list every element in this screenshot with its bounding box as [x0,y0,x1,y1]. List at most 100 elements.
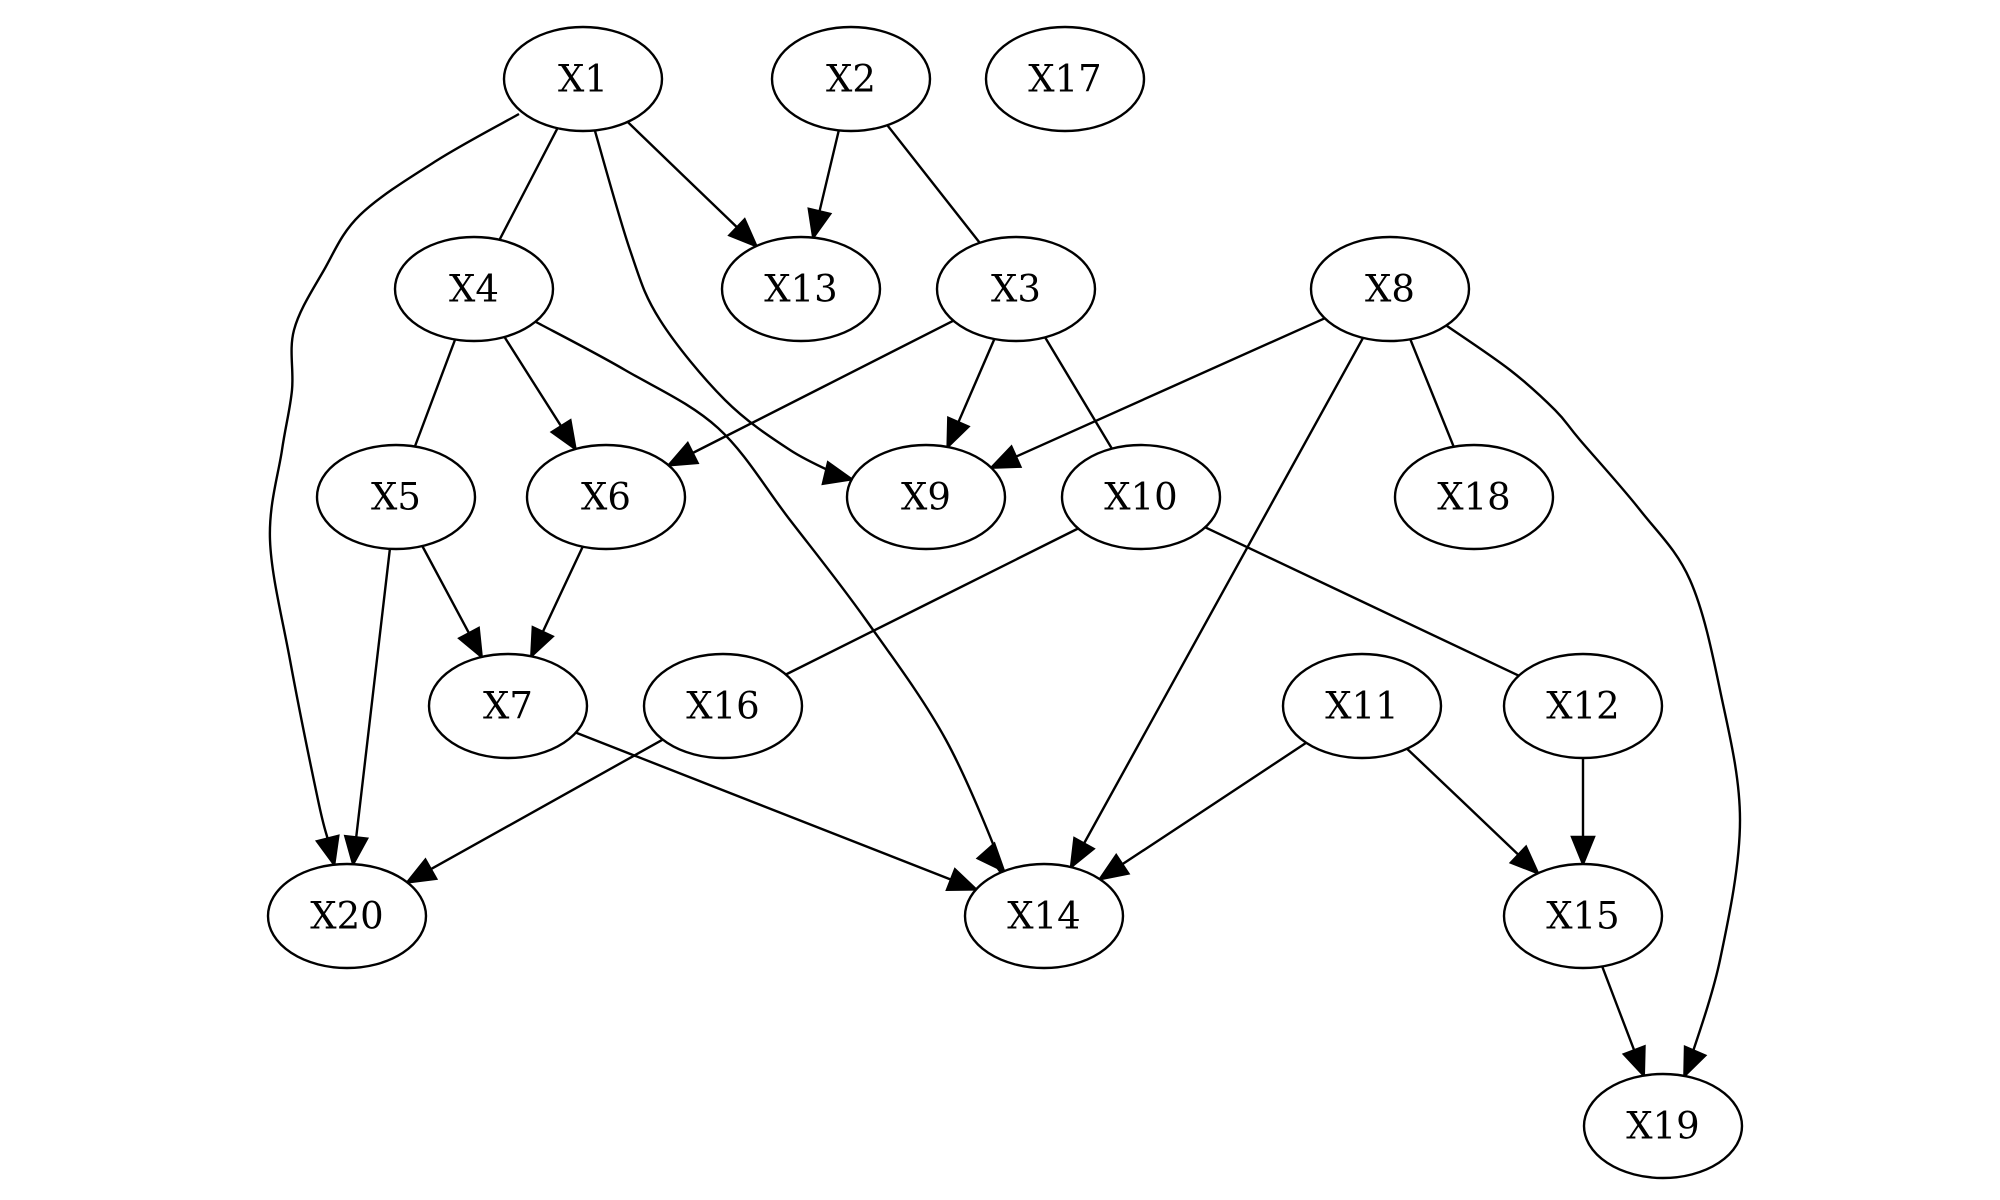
edge-x7-x14 [575,731,980,892]
edge-x10-x16 [785,527,1079,676]
node-x7: X7 [427,652,589,760]
node-ellipse [1502,862,1664,970]
arrowhead [343,834,370,868]
edge-line [1082,337,1365,845]
edge-x6-x7 [529,546,584,660]
node-x6: X6 [525,443,687,551]
node-ellipse [427,652,589,760]
edge-x1-x9 [593,130,855,486]
edge-x16-x20 [404,738,664,884]
node-label: X8 [1365,268,1415,311]
arrowhead [314,834,340,868]
arrowhead [1621,1044,1646,1079]
edge-x4-x14 [535,320,1007,877]
node-x18: X18 [1393,443,1555,551]
arrowhead [945,867,980,892]
node-label: X6 [581,476,631,519]
node-label: X12 [1546,685,1619,728]
node-x16: X16 [642,652,804,760]
node-label: X18 [1437,476,1510,519]
edge-line [818,130,840,212]
node-x19: X19 [1582,1072,1744,1180]
node-x20: X20 [266,862,428,970]
node-x14: X14 [963,862,1125,970]
arrowhead [1069,836,1096,870]
node-label: X1 [558,58,608,101]
edge-line [1121,741,1307,866]
edge-line [413,339,457,447]
node-ellipse [984,25,1146,133]
node-x2: X2 [770,25,932,133]
node-label: X10 [1104,476,1177,519]
node-ellipse [963,862,1125,970]
node-x1: X1 [502,25,664,133]
node-ellipse [720,235,882,343]
arrowhead [727,217,759,249]
node-label: X3 [991,268,1041,311]
node-x12: X12 [1502,652,1664,760]
edge-x8-x19 [1446,325,1742,1079]
edge-x11-x15 [1406,747,1541,876]
arrowhead [1683,1044,1708,1079]
edge-line [1204,526,1520,677]
node-ellipse [1582,1072,1744,1180]
edge-line [1015,317,1326,458]
node-label: X4 [449,268,499,311]
arrowhead [457,626,484,660]
edge-x8-x9 [988,317,1326,470]
arrowhead [821,460,855,486]
node-x10: X10 [1060,443,1222,551]
edge-line [498,127,559,241]
edge-x10-x12 [1204,526,1520,677]
node-x17: X17 [984,25,1146,133]
edge-x1-x13 [626,121,759,249]
edge-x12-x15 [1570,758,1596,868]
node-ellipse [315,443,477,551]
arrowhead [1508,844,1541,876]
edge-line [268,112,520,839]
arrowhead [1570,835,1596,868]
edge-line [957,338,996,423]
node-x11: X11 [1281,652,1443,760]
edge-line [1409,338,1455,448]
node-ellipse [1309,235,1471,343]
edge-x3-x6 [665,319,954,467]
node-label: X20 [310,895,383,938]
node-ellipse [845,443,1007,551]
edge-x3-x9 [946,338,996,450]
edge-line [785,527,1079,676]
edge-x4-x6 [503,336,578,452]
edge-x4-x5 [413,339,457,447]
edge-line [503,336,563,427]
node-ellipse [1060,443,1222,551]
edge-line [1406,747,1520,856]
edge-x1-x20 [268,112,520,868]
node-x5: X5 [315,443,477,551]
edge-x11-x14 [1097,741,1307,881]
node-x15: X15 [1502,862,1664,970]
edge-line [626,121,738,229]
arrowhead [975,841,1007,874]
edge-line [541,546,584,633]
node-ellipse [1281,652,1443,760]
node-ellipse [770,25,932,133]
edge-x3-x10 [1044,336,1113,450]
node-ellipse [525,443,687,551]
node-label: X19 [1626,1105,1699,1148]
node-x13: X13 [720,235,882,343]
node-label: X11 [1325,685,1398,728]
edge-layer [268,112,1742,1079]
edge-x2-x3 [886,124,981,244]
node-ellipse [266,862,428,970]
arrowhead [946,415,971,450]
edge-line [575,731,952,881]
arrowhead [549,418,578,452]
node-ellipse [642,652,804,760]
edge-line [1446,325,1742,1076]
edge-x1-x4 [498,127,559,241]
edge-line [535,320,1006,877]
node-x3: X3 [935,235,1097,343]
node-label: X7 [483,685,533,728]
edge-x8-x14 [1069,337,1365,870]
node-ellipse [502,25,664,133]
